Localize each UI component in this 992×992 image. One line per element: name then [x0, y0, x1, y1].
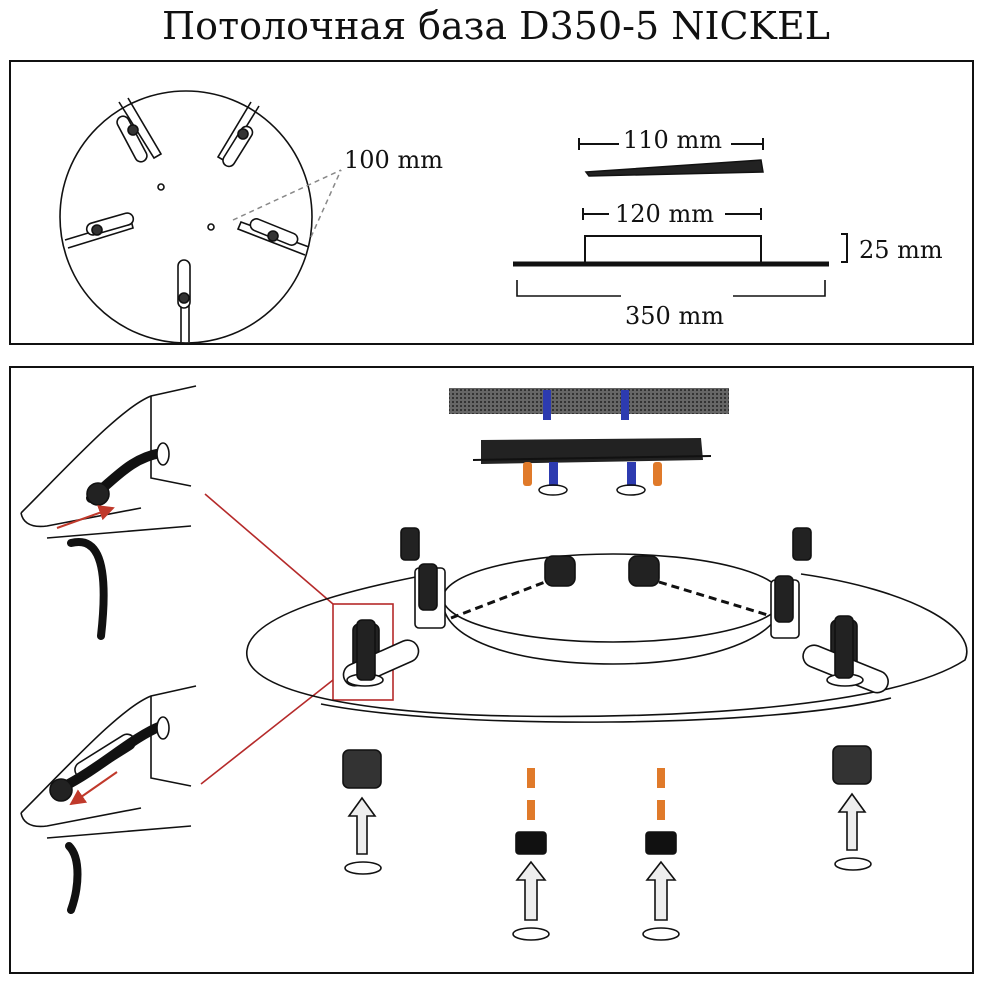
slot-5 [64, 212, 135, 249]
slot-3 [236, 218, 310, 256]
screw-slot-right [802, 615, 889, 694]
slot-1 [116, 97, 163, 163]
bracket-length-label: 110 mm [623, 126, 722, 154]
base-plate-top-view [59, 90, 313, 343]
bracket-side-view [578, 128, 764, 177]
assembly-drawing [20, 385, 968, 941]
hole-spacing-leader [232, 169, 342, 238]
hardware-center-right [642, 768, 680, 941]
slot-2 [216, 101, 260, 168]
dimensions-drawing: 100 mm 110 mm 120 mm 25 mm 350 mm [59, 90, 943, 343]
screw-left-top [400, 527, 446, 629]
page-title: Потолочная база D350-5 NICKEL [162, 4, 830, 48]
height-label: 25 mm [859, 236, 943, 264]
assembly-panel [9, 366, 974, 974]
base-diameter-label: 350 mm [625, 302, 724, 330]
screw-right-top [770, 527, 812, 639]
hole-spacing-label: 100 mm [344, 146, 443, 174]
hardware-left [342, 749, 382, 875]
hardware-center-left [512, 768, 550, 941]
detail-cable-tighten [20, 385, 197, 640]
screw-slot-left [342, 619, 420, 687]
base-side-view [513, 200, 848, 306]
cup-width-label: 120 mm [615, 200, 714, 228]
hardware-right [832, 745, 872, 871]
base-plate-perspective [246, 527, 968, 723]
mounting-bracket [449, 388, 729, 496]
dimensions-panel: 100 mm 110 mm 120 mm 25 mm 350 mm [9, 60, 974, 345]
slot-4 [177, 259, 191, 342]
detail-cable-loosen [20, 685, 197, 914]
